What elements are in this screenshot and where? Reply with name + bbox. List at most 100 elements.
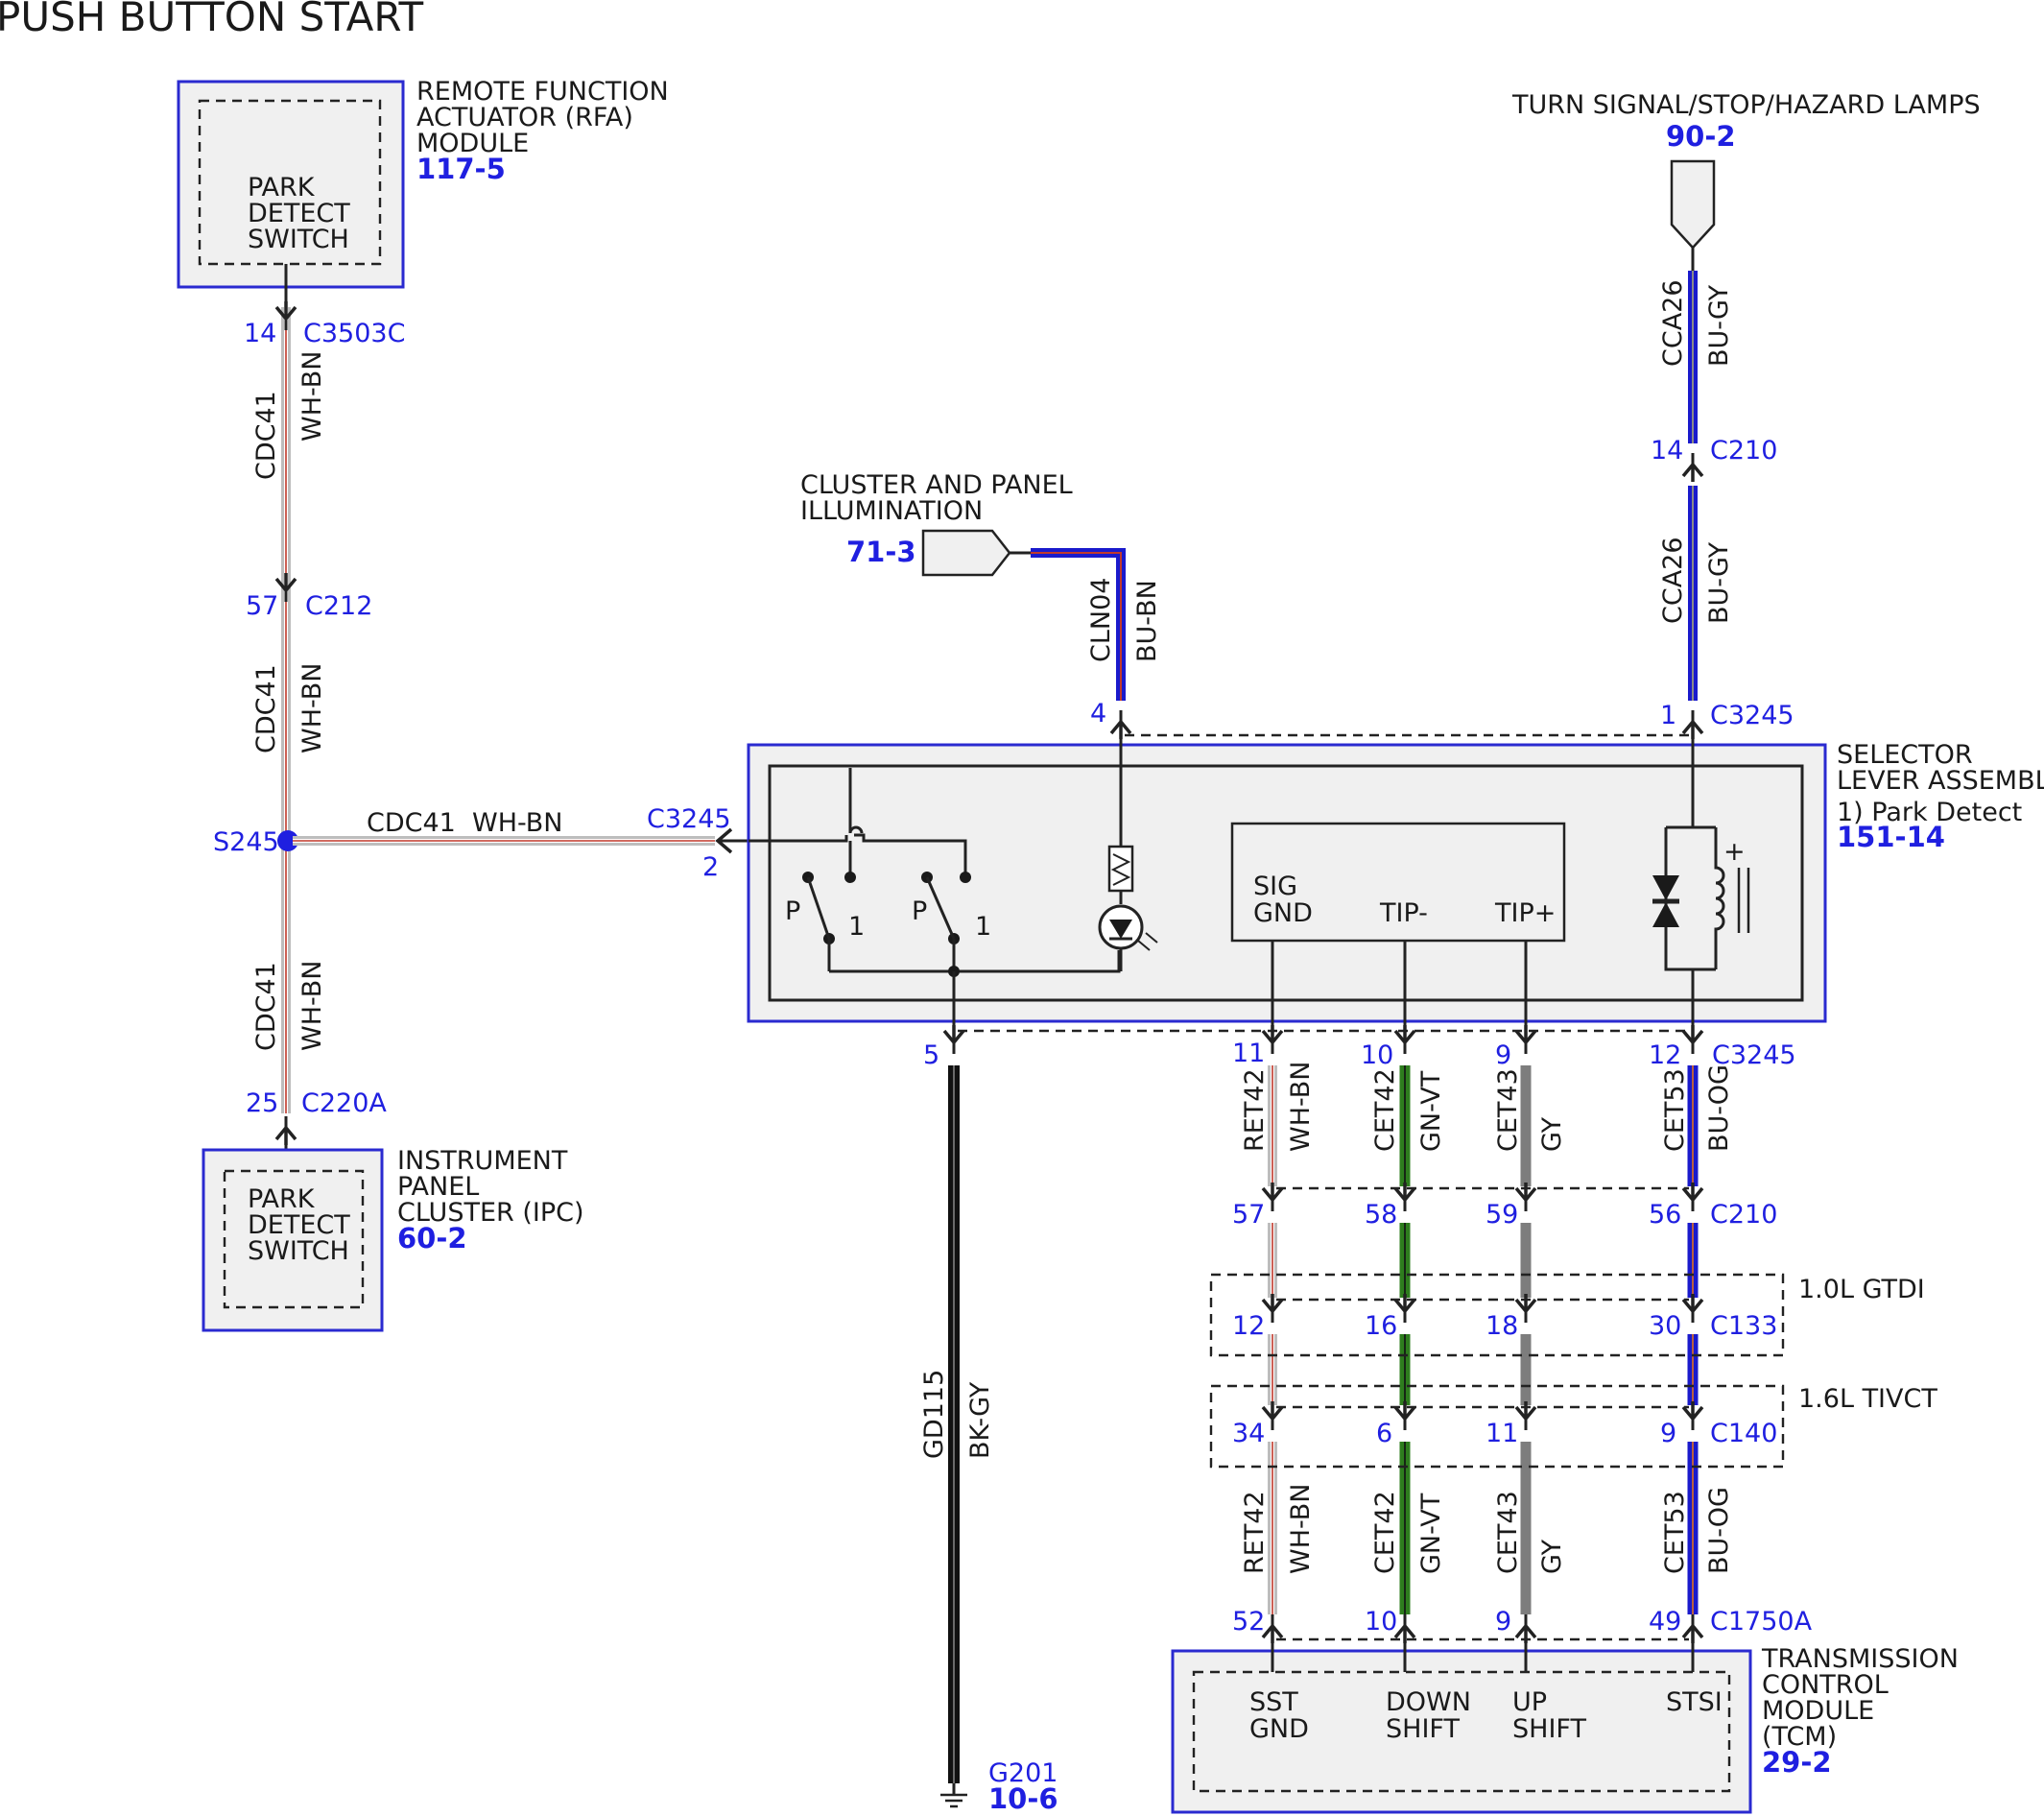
svg-text:WH-BN: WH-BN: [1286, 1484, 1316, 1575]
svg-text:DETECT: DETECT: [248, 199, 350, 228]
svg-text:CLN04: CLN04: [1086, 578, 1116, 662]
svg-text:CET53: CET53: [1660, 1491, 1690, 1574]
svg-text:WH-BN: WH-BN: [472, 808, 563, 838]
svg-text:P: P: [912, 896, 927, 926]
svg-text:14: 14: [1651, 436, 1683, 466]
svg-text:CET43: CET43: [1493, 1068, 1523, 1152]
svg-text:CCA26: CCA26: [1658, 279, 1688, 367]
svg-text:C3245: C3245: [1710, 701, 1794, 730]
svg-text:SWITCH: SWITCH: [248, 1236, 349, 1266]
svg-text:1: 1: [848, 912, 865, 942]
svg-text:WH-BN: WH-BN: [297, 351, 327, 442]
svg-text:DOWN: DOWN: [1386, 1687, 1471, 1717]
svg-text:WH-BN: WH-BN: [1286, 1062, 1316, 1153]
svg-text:TIP+: TIP+: [1494, 898, 1556, 928]
svg-text:9: 9: [1495, 1607, 1511, 1637]
svg-text:10: 10: [1361, 1040, 1393, 1070]
svg-text:SHIFT: SHIFT: [1512, 1714, 1586, 1744]
svg-text:CET53: CET53: [1660, 1068, 1690, 1152]
svg-text:SST: SST: [1249, 1687, 1298, 1717]
park-switch-1: P 1: [749, 768, 967, 971]
svg-text:C220A: C220A: [301, 1088, 387, 1118]
svg-text:CDC41: CDC41: [367, 808, 456, 838]
svg-text:STSI: STSI: [1666, 1687, 1723, 1717]
svg-text:SHIFT: SHIFT: [1386, 1714, 1460, 1744]
svg-text:GY: GY: [1537, 1116, 1567, 1152]
svg-text:49: 49: [1649, 1607, 1681, 1637]
svg-text:TURN SIGNAL/STOP/HAZARD LAMPS: TURN SIGNAL/STOP/HAZARD LAMPS: [1511, 90, 1981, 120]
tcm-module: SST GND DOWN SHIFT UP SHIFT STSI: [1171, 1637, 1752, 1814]
svg-text:PARK: PARK: [248, 173, 316, 203]
selector-ref-link[interactable]: 151-14: [1837, 821, 1945, 853]
svg-text:RET42: RET42: [1240, 1491, 1270, 1574]
svg-text:UP: UP: [1512, 1687, 1547, 1717]
svg-text:MODULE: MODULE: [416, 129, 529, 158]
shift-lock-solenoid: +: [1652, 735, 1750, 1027]
svg-text:58: 58: [1365, 1200, 1397, 1230]
svg-text:CET42: CET42: [1370, 1491, 1400, 1574]
svg-text:1: 1: [975, 912, 991, 942]
svg-text:C140: C140: [1710, 1419, 1777, 1448]
illum-ref-link[interactable]: 71-3: [846, 536, 916, 568]
svg-text:SWITCH: SWITCH: [248, 225, 349, 254]
svg-text:1) Park Detect: 1) Park Detect: [1837, 798, 2022, 827]
svg-text:CCA26: CCA26: [1658, 537, 1688, 624]
svg-text:BU-BN: BU-BN: [1132, 580, 1162, 662]
svg-text:59: 59: [1485, 1200, 1518, 1230]
svg-text:C133: C133: [1710, 1311, 1777, 1341]
svg-text:+: +: [1723, 837, 1746, 867]
turn-ref-link[interactable]: 90-2: [1666, 120, 1736, 153]
svg-text:C212: C212: [305, 591, 372, 621]
svg-text:2: 2: [702, 852, 719, 882]
svg-text:1.6L TIVCT: 1.6L TIVCT: [1798, 1384, 1937, 1414]
svg-text:C3245: C3245: [647, 804, 731, 834]
svg-text:CDC41: CDC41: [251, 391, 281, 480]
svg-text:12: 12: [1232, 1311, 1265, 1341]
ground-ref-link[interactable]: 10-6: [988, 1782, 1058, 1815]
svg-text:TIP-: TIP-: [1379, 898, 1428, 928]
svg-text:CONTROL: CONTROL: [1762, 1670, 1889, 1700]
svg-text:REMOTE FUNCTION: REMOTE FUNCTION: [416, 77, 669, 107]
svg-text:18: 18: [1485, 1311, 1518, 1341]
park-switch-2: P 1: [912, 872, 991, 971]
tcm-wire-bundle: [1268, 1065, 1699, 1614]
svg-text:GN-VT: GN-VT: [1416, 1493, 1446, 1574]
svg-text:INSTRUMENT: INSTRUMENT: [397, 1146, 568, 1176]
svg-text:C3245: C3245: [1712, 1040, 1796, 1070]
svg-text:10: 10: [1365, 1607, 1397, 1637]
svg-text:G201: G201: [988, 1758, 1058, 1788]
svg-text:LEVER ASSEMBLY: LEVER ASSEMBLY: [1837, 766, 2044, 796]
svg-text:CLUSTER (IPC): CLUSTER (IPC): [397, 1198, 584, 1228]
illumination-connector-shape: [921, 529, 1011, 577]
tcm-ref-link[interactable]: 29-2: [1762, 1746, 1832, 1779]
svg-text:C3503C: C3503C: [303, 319, 405, 348]
ipc-module: PARK DETECT SWITCH INSTRUMENT PANEL CLUS…: [202, 1146, 584, 1332]
svg-text:9: 9: [1660, 1419, 1676, 1448]
svg-text:14: 14: [244, 319, 276, 348]
svg-text:BU-OG: BU-OG: [1704, 1487, 1734, 1574]
svg-text:CDC41: CDC41: [251, 962, 281, 1051]
svg-text:1: 1: [1660, 701, 1676, 730]
svg-text:57: 57: [246, 591, 278, 621]
svg-text:SELECTOR: SELECTOR: [1837, 740, 1973, 770]
ipc-ref-link[interactable]: 60-2: [397, 1222, 467, 1254]
svg-text:BU-GY: BU-GY: [1704, 284, 1734, 367]
wire-cdc41-horizontal: [293, 836, 715, 846]
svg-text:GY: GY: [1537, 1539, 1567, 1574]
svg-text:4: 4: [1090, 699, 1106, 729]
svg-text:11: 11: [1485, 1419, 1518, 1448]
svg-text:(TCM): (TCM): [1762, 1722, 1837, 1752]
svg-text:WH-BN: WH-BN: [297, 663, 327, 754]
svg-text:BU-OG: BU-OG: [1704, 1064, 1734, 1152]
svg-text:P: P: [785, 896, 800, 926]
svg-text:BU-GY: BU-GY: [1704, 541, 1734, 624]
svg-text:57: 57: [1232, 1200, 1265, 1230]
svg-text:CLUSTER AND PANEL: CLUSTER AND PANEL: [800, 470, 1073, 500]
svg-text:6: 6: [1376, 1419, 1392, 1448]
wire-cdc41-vertical: [281, 307, 291, 1113]
svg-text:52: 52: [1232, 1607, 1265, 1637]
svg-text:GND: GND: [1253, 898, 1313, 928]
svg-text:CET42: CET42: [1370, 1068, 1400, 1152]
rfa-ref-link[interactable]: 117-5: [416, 153, 506, 185]
svg-text:RET42: RET42: [1240, 1068, 1270, 1152]
